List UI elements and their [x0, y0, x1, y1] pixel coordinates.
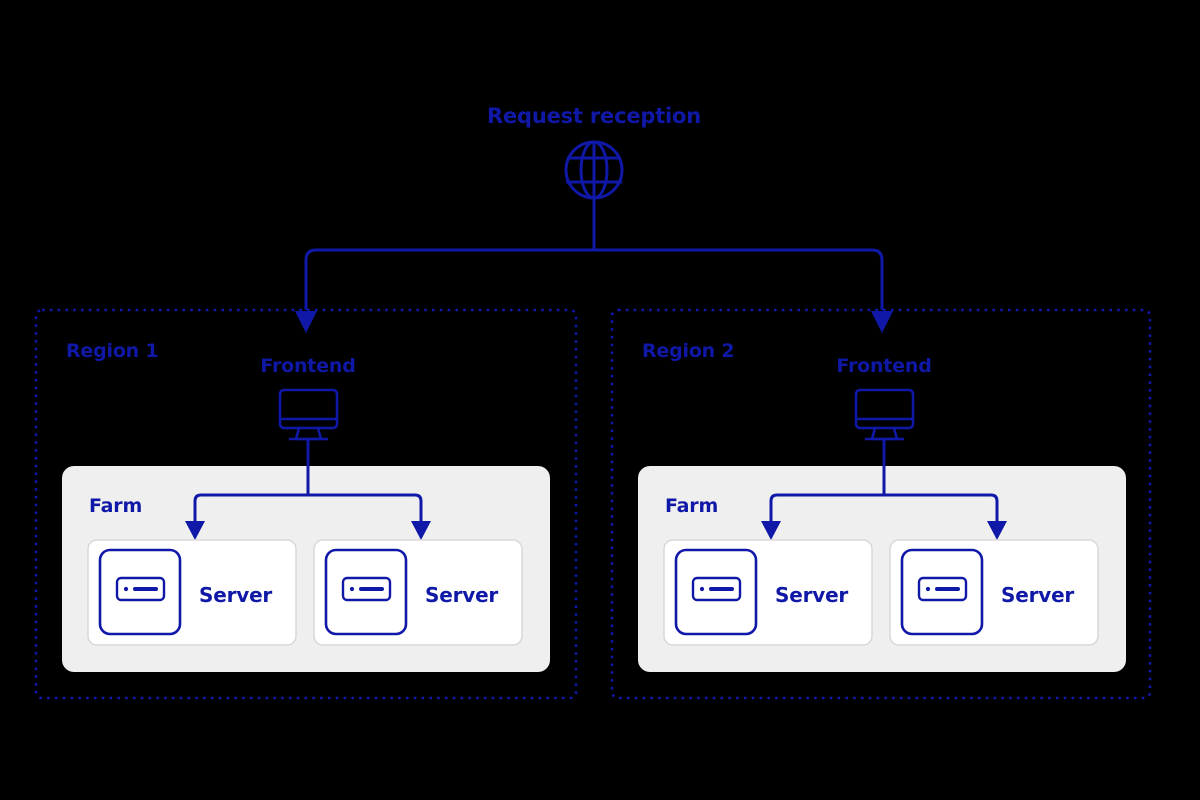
region-1-server-1-label: Server: [199, 583, 272, 607]
region-2-farm-label: Farm: [665, 495, 718, 517]
region-1-group: Region 1 Frontend Farm: [34, 308, 578, 700]
region-2-frontend-label: Frontend: [836, 355, 931, 377]
globe-icon: [564, 140, 624, 200]
server-rack-icon: [900, 548, 984, 636]
arrowhead-region2: [871, 311, 893, 333]
region-1-frontend-label: Frontend: [260, 355, 355, 377]
region-1-farm-label: Farm: [89, 495, 142, 517]
server-rack-icon: [98, 548, 182, 636]
region-2-server-card-1[interactable]: Server: [663, 539, 873, 646]
region-1-boundary: [34, 308, 578, 700]
region-1-server-card-2[interactable]: Server: [313, 539, 523, 646]
region-1-monitor-icon: [278, 388, 339, 441]
arrowhead-region1: [295, 311, 317, 333]
region-1-frontend-to-servers-connector: [185, 439, 431, 540]
region-1-server-2-label: Server: [425, 583, 498, 607]
region-2-server-1-label: Server: [775, 583, 848, 607]
region-2-server-2-label: Server: [1001, 583, 1074, 607]
region-2-server-card-2[interactable]: Server: [889, 539, 1099, 646]
region-2-label: Region 2: [642, 340, 734, 362]
region-1-label: Region 1: [66, 340, 158, 362]
server-rack-icon: [674, 548, 758, 636]
region-2-group: Region 2 Frontend Farm: [610, 308, 1152, 700]
region-1-server-card-1[interactable]: Server: [87, 539, 297, 646]
request-reception-label: Request reception: [487, 104, 701, 128]
region-2-monitor-icon: [854, 388, 915, 441]
server-rack-icon: [324, 548, 408, 636]
globe-to-regions-connector: [295, 198, 893, 333]
region-2-frontend-to-servers-connector: [761, 439, 1007, 540]
